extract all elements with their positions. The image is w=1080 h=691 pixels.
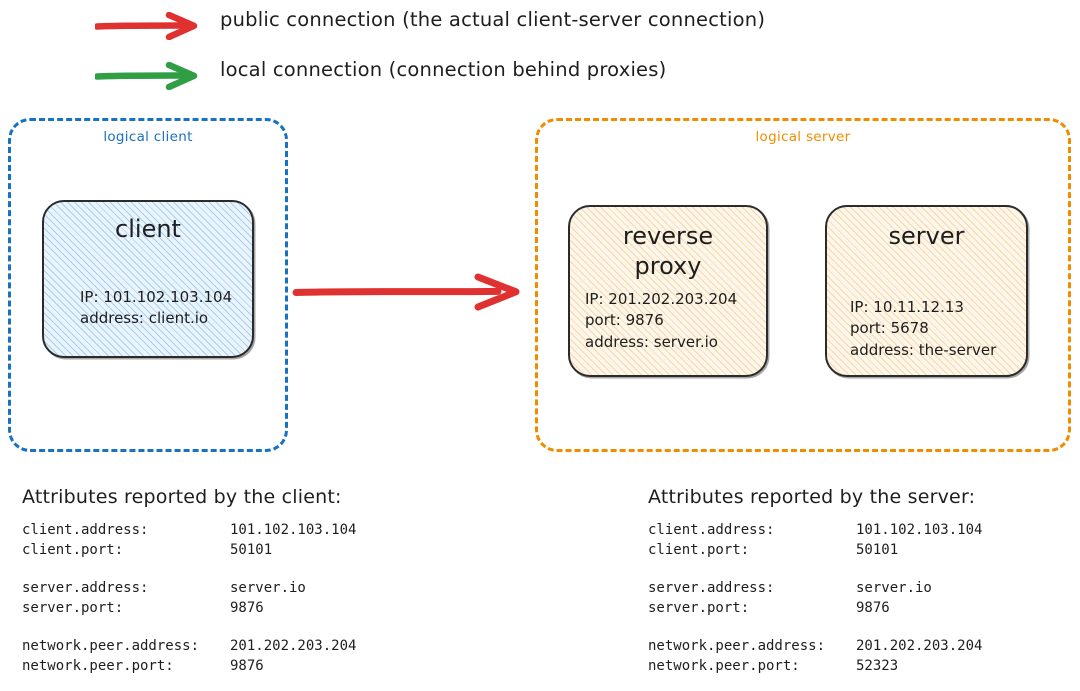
node-reverse-proxy-details: IP: 201.202.203.204 port: 9876 address: … <box>585 290 738 351</box>
node-server[interactable]: server IP: 10.11.12.13 port: 5678 addres… <box>825 205 1028 377</box>
attr-key: server.address: <box>22 580 149 596</box>
attributes-client-heading: Attributes reported by the client: <box>22 486 342 508</box>
logical-server-label: logical server <box>755 129 851 145</box>
attr-key: server.address: <box>648 580 775 596</box>
node-reverse-proxy[interactable]: reverse proxy IP: 201.202.203.204 port: … <box>568 205 768 377</box>
attributes-server-heading: Attributes reported by the server: <box>648 486 976 508</box>
logical-server-group: logical server <box>535 118 1071 452</box>
attr-value: 201.202.203.204 <box>856 638 983 654</box>
attributes-reported-by-client: Attributes reported by the client: clien… <box>22 486 356 676</box>
attr-key: server.port: <box>22 600 124 616</box>
attr-row: server.address: server.io <box>648 578 982 598</box>
attr-value: 9876 <box>856 600 890 616</box>
attr-row: client.port: 50101 <box>648 540 982 560</box>
logical-client-group: logical client <box>8 118 288 452</box>
legend: public connection (the actual client-ser… <box>0 0 1080 100</box>
attr-value: 50101 <box>856 542 899 558</box>
attr-row: server.address: server.io <box>22 578 356 598</box>
node-reverse-proxy-title: reverse proxy <box>622 222 714 280</box>
attr-value: 101.102.103.104 <box>856 522 983 538</box>
attr-key: network.peer.address: <box>22 638 200 654</box>
attr-key: client.port: <box>648 542 750 558</box>
node-client[interactable]: client IP: 101.102.103.104 address: clie… <box>42 200 254 358</box>
node-server-details: IP: 10.11.12.13 port: 5678 address: the-… <box>850 298 997 359</box>
node-server-inner: server IP: 10.11.12.13 port: 5678 addres… <box>827 207 1026 375</box>
attr-row: client.port: 50101 <box>22 540 356 560</box>
attr-key: client.address: <box>648 522 775 538</box>
node-server-title: server <box>888 222 965 250</box>
attr-value: server.io <box>856 580 932 596</box>
attr-key: network.peer.port: <box>648 658 800 674</box>
node-client-title: client <box>115 215 181 243</box>
attr-row: server.port: 9876 <box>22 598 356 618</box>
attr-row-spacer <box>22 560 356 578</box>
attr-row: client.address: 101.102.103.104 <box>648 520 982 540</box>
attr-row: network.peer.address: 201.202.203.204 <box>648 636 982 656</box>
attr-key: network.peer.port: <box>22 658 174 674</box>
red-arrow-icon <box>95 12 198 40</box>
attributes-reported-by-server: Attributes reported by the server: clien… <box>648 486 982 676</box>
attributes-server-rows: client.address: 101.102.103.104 client.por… <box>648 520 982 676</box>
attr-key: server.port: <box>648 600 750 616</box>
attr-value: 50101 <box>230 542 273 558</box>
attr-row-spacer <box>648 560 982 578</box>
attr-key: client.address: <box>22 522 149 538</box>
attr-row: network.peer.address: 201.202.203.204 <box>22 636 356 656</box>
green-arrow-icon <box>95 62 198 90</box>
attr-value: 201.202.203.204 <box>230 638 357 654</box>
attr-key: network.peer.address: <box>648 638 826 654</box>
logical-client-label: logical client <box>103 129 193 145</box>
attr-value: 101.102.103.104 <box>230 522 357 538</box>
legend-label-public-connection: public connection (the actual client-ser… <box>220 8 766 31</box>
attr-value: 9876 <box>230 600 264 616</box>
node-reverse-proxy-inner: reverse proxy IP: 201.202.203.204 port: … <box>570 207 766 375</box>
main-public-connection-arrow <box>292 273 520 311</box>
attr-row-spacer <box>22 618 356 636</box>
attributes-client-rows: client.address: 101.102.103.104 client.por… <box>22 520 356 676</box>
attr-row: server.port: 9876 <box>648 598 982 618</box>
attr-row: network.peer.port: 52323 <box>648 656 982 676</box>
attr-row: network.peer.port: 9876 <box>22 656 356 676</box>
attr-key: client.port: <box>22 542 124 558</box>
node-client-inner: client IP: 101.102.103.104 address: clie… <box>44 202 252 356</box>
attr-value: server.io <box>230 580 306 596</box>
legend-label-local-connection: local connection (connection behind prox… <box>220 58 667 81</box>
attr-value: 9876 <box>230 658 264 674</box>
attr-row: client.address: 101.102.103.104 <box>22 520 356 540</box>
attr-value: 52323 <box>856 658 899 674</box>
node-client-details: IP: 101.102.103.104 address: client.io <box>80 288 233 328</box>
attr-row-spacer <box>648 618 982 636</box>
